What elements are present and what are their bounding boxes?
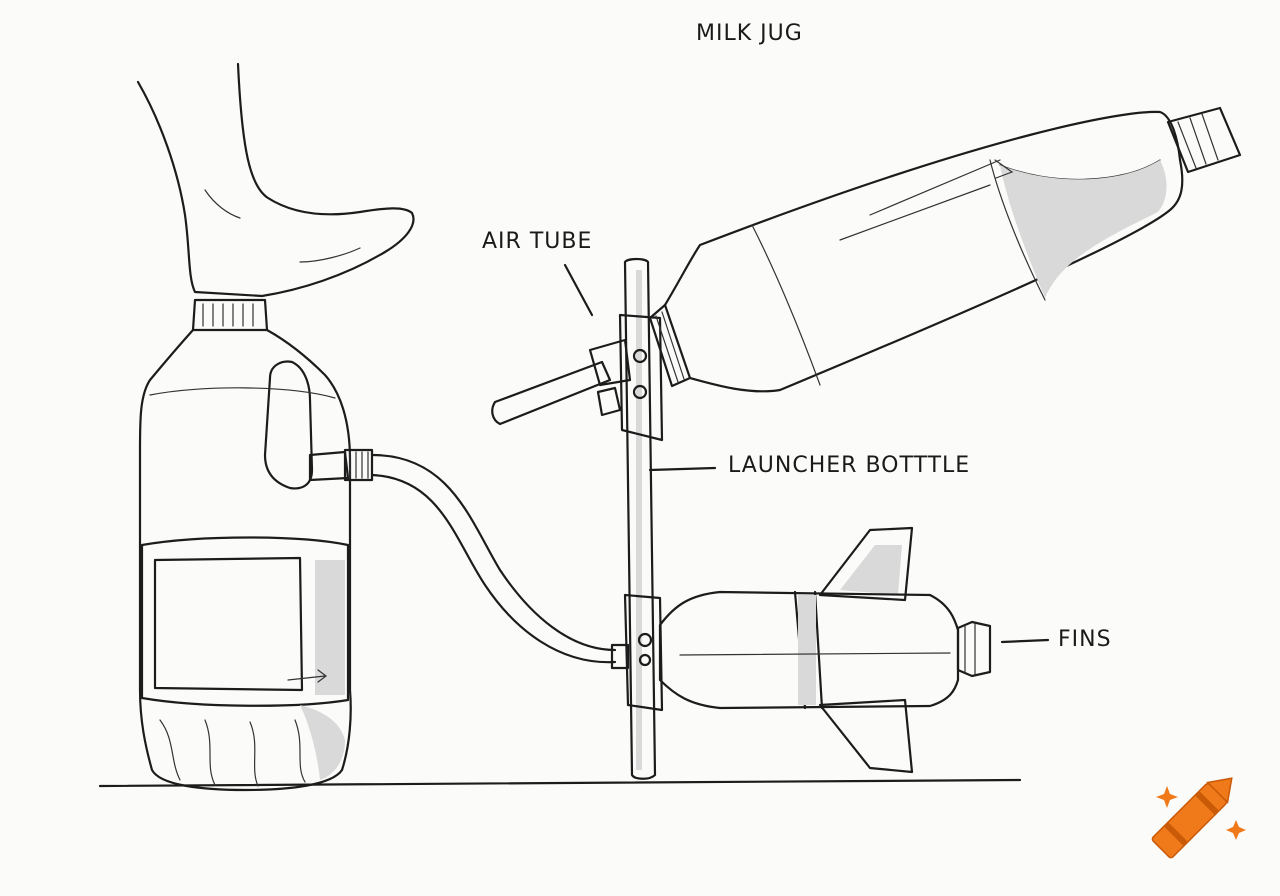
sparkle-icon (1156, 786, 1178, 808)
launch-rod (610, 257, 664, 780)
air-nozzle-stick (491, 338, 632, 426)
milk-jug-drawing (138, 298, 352, 792)
ground-line (98, 778, 1022, 788)
air-tube-hose (308, 448, 617, 664)
air-tube-leader (563, 263, 594, 317)
foot-drawing (136, 62, 415, 298)
sparkle-icon (1226, 820, 1246, 840)
rocket-bottle-drawing (658, 526, 992, 774)
launcher-bottle-label: LAUNCHER BOTTTLE (728, 453, 970, 478)
upper-bottle-drawing (648, 106, 1242, 393)
milk-jug-label: MILK JUG (696, 21, 803, 46)
air-tube-label: AIR TUBE (482, 229, 592, 254)
crayon-icon (1151, 777, 1233, 859)
fins-label: FINS (1058, 627, 1112, 652)
launcher-bottle-leader (648, 466, 717, 472)
fins-leader (1000, 638, 1050, 644)
